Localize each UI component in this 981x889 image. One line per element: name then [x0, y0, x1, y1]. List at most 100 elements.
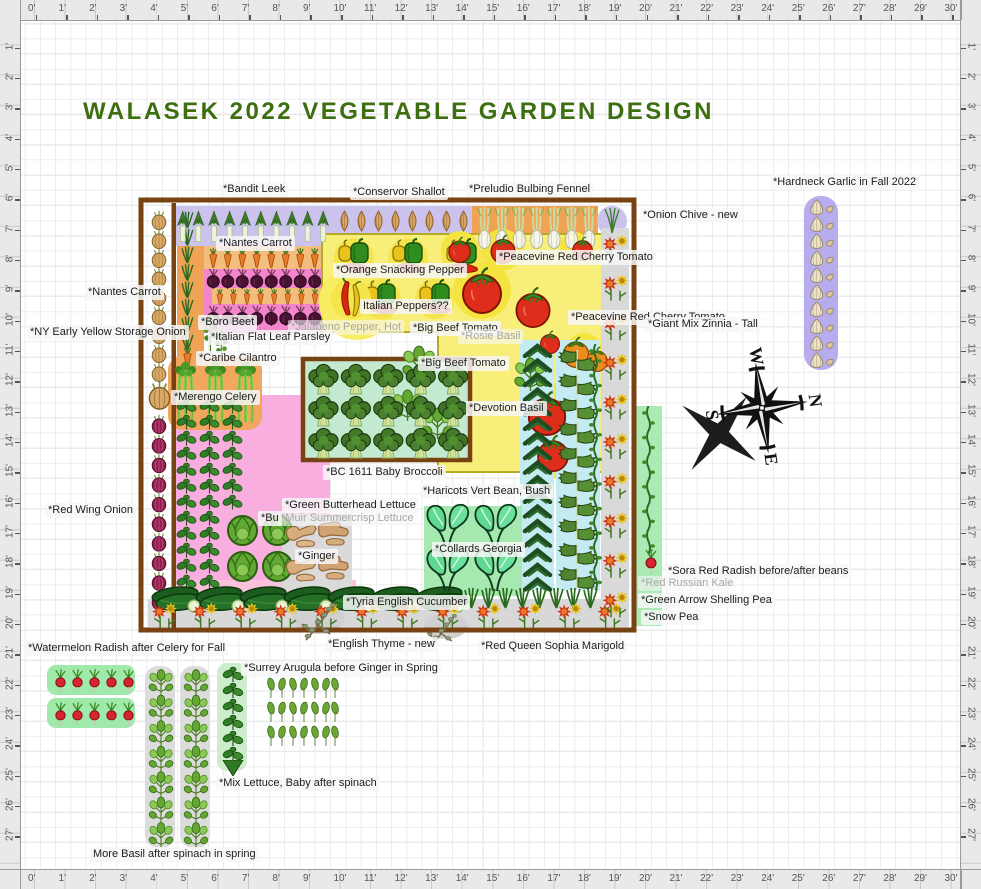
ruler-label: 28'	[883, 873, 897, 884]
ruler-label: 3'	[965, 103, 977, 111]
planting-zone[interactable]	[212, 288, 322, 304]
plant-arugula[interactable]	[266, 725, 340, 747]
ruler-label: 19'	[608, 3, 622, 14]
plant-label[interactable]: *Bandit Leek	[220, 182, 289, 197]
ruler-label: 8'	[272, 873, 280, 884]
plant-label[interactable]: *Giant Mix Zinnia - Tall	[645, 317, 761, 332]
plant-label[interactable]: *Red Wing Onion	[45, 503, 136, 518]
plant-onion[interactable]	[151, 229, 167, 249]
plant-onion[interactable]	[151, 305, 167, 325]
compass-letter-right: N	[805, 393, 827, 409]
plant-label[interactable]: *Green Butterhead Lettuce	[282, 498, 419, 513]
ruler-label: 19'	[4, 585, 16, 599]
plant-label[interactable]: *BC 1611 Baby Broccoli	[323, 465, 446, 480]
plant-onion-red[interactable]	[151, 531, 167, 552]
ruler-label: 23'	[730, 873, 744, 884]
plant-label[interactable]: *Surrey Arugula before Ginger in Spring	[241, 661, 441, 676]
plant-label[interactable]: *Green Arrow Shelling Pea	[638, 593, 775, 608]
plant-label[interactable]: *Collards Georgia	[432, 542, 525, 557]
ruler-label: 7'	[965, 224, 977, 232]
plant-label[interactable]: *Haricots Vert Bean, Bush	[420, 484, 554, 499]
plant-onion[interactable]	[151, 248, 167, 268]
ruler-label: 8'	[272, 3, 280, 14]
plant-onion-red[interactable]	[151, 512, 167, 532]
plant-onion-red[interactable]	[151, 453, 167, 474]
plant-onion[interactable]	[151, 343, 167, 363]
ruler-label: 8'	[965, 254, 977, 263]
plant-label[interactable]: *NY Early Yellow Storage Onion	[27, 325, 189, 340]
plant-arugula[interactable]	[266, 701, 340, 723]
ruler-label: 8'	[4, 254, 16, 263]
planting-zone[interactable]	[601, 228, 629, 626]
plant-label[interactable]: *Nantes Carrot	[216, 236, 295, 251]
plant-label[interactable]: *Tyria English Cucumber	[343, 595, 471, 610]
plant-label[interactable]: *Peacevine Red Cherry Tomato	[496, 250, 656, 265]
ruler-label: 1'	[965, 42, 977, 50]
plant-lettuce[interactable]	[227, 551, 258, 582]
plant-onion[interactable]	[151, 267, 167, 287]
plant-onion-red[interactable]	[151, 571, 167, 591]
plant-label[interactable]: *Nantes Carrot	[85, 285, 164, 300]
plant-label[interactable]: *Sora Red Radish before/after beans	[665, 564, 852, 579]
ruler-label: 24'	[761, 873, 775, 884]
plant-label[interactable]: *Muir Summercrisp Lettuce	[278, 511, 417, 526]
ruler-label: 5'	[180, 3, 189, 14]
plant-label[interactable]: *Conservor Shallot	[350, 185, 448, 200]
ruler-label: 4'	[965, 133, 977, 141]
ruler-label: 20'	[4, 615, 16, 629]
ruler-bottom: 0'1'2'3'4'5'6'7'8'9'10'11'12'13'14'15'16…	[0, 869, 981, 889]
plant-label[interactable]: *Devotion Basil	[466, 401, 547, 416]
plant-label[interactable]: *Hardneck Garlic in Fall 2022	[770, 175, 920, 190]
plant-label[interactable]: Italian Peppers??	[360, 299, 452, 314]
ruler-label: 27'	[4, 828, 16, 842]
ruler-label: 1'	[4, 42, 16, 50]
plant-label[interactable]: *Merengo Celery	[171, 390, 260, 405]
main-bed[interactable]	[138, 197, 637, 633]
plant-onion-red[interactable]	[151, 492, 167, 513]
plant-label[interactable]: *Watermelon Radish after Celery for Fall	[25, 641, 229, 656]
ruler-label: 7'	[4, 224, 16, 232]
plant-onion-red[interactable]	[151, 551, 167, 572]
plant-lettuce[interactable]	[227, 515, 258, 546]
ruler-label: 14'	[4, 433, 16, 447]
ruler-left: 1'2'3'4'5'6'7'8'9'10'11'12'13'14'15'16'1…	[0, 0, 21, 889]
ruler-label: 26'	[965, 797, 977, 811]
plant-arugula[interactable]	[266, 677, 340, 699]
plant-label[interactable]: *English Thyme - new	[325, 637, 438, 652]
plant-label[interactable]: *Big Beef Tomato	[418, 356, 509, 371]
plant-onion[interactable]	[151, 362, 167, 382]
ruler-label: 25'	[791, 3, 805, 14]
plant-label[interactable]: More Basil after spinach in spring	[90, 847, 259, 862]
plant-label[interactable]: *Rosie Basil	[458, 329, 524, 344]
ruler-label: 2'	[89, 873, 97, 884]
ruler-label: 7'	[241, 3, 250, 14]
ruler-label: 21'	[4, 646, 16, 660]
plant-label[interactable]: *Red Queen Sophia Marigold	[478, 639, 628, 654]
plant-onion-red[interactable]	[151, 414, 167, 434]
plant-label[interactable]: *Red Russian Kale	[638, 576, 737, 591]
ruler-label: 16'	[965, 494, 977, 508]
plant-label[interactable]: *Boro Beet	[198, 315, 258, 330]
bed-divider[interactable]	[171, 203, 177, 628]
plant-label[interactable]: *Ginger	[295, 549, 339, 564]
plant-onion-red[interactable]	[151, 433, 167, 454]
plant-label[interactable]: *Caribe Cilantro	[196, 351, 280, 366]
plant-label[interactable]: *Snow Pea	[641, 610, 702, 625]
plan-title[interactable]: WALASEK 2022 VEGETABLE GARDEN DESIGN	[83, 98, 714, 125]
ruler-label: 3'	[119, 3, 128, 14]
plant-label[interactable]: *Bu	[258, 511, 282, 526]
plant-onion-red[interactable]	[151, 473, 167, 493]
plant-onion[interactable]	[151, 210, 167, 230]
planting-zone[interactable]	[204, 246, 322, 269]
plant-label[interactable]: *Onion Chive - new	[640, 208, 741, 223]
ruler-label: 1'	[58, 3, 67, 14]
ruler-label: 28'	[883, 3, 897, 14]
plant-label[interactable]: *Preludio Bulbing Fennel	[466, 182, 594, 197]
plant-label[interactable]: *Italian Flat Leaf Parsley	[208, 330, 334, 345]
plant-label[interactable]: *Orange Snacking Pepper	[333, 263, 467, 278]
plant-label[interactable]: *Mix Lettuce, Baby after spinach	[216, 776, 380, 791]
plant-onion[interactable]	[148, 380, 171, 411]
ruler-label: 29'	[913, 3, 927, 14]
